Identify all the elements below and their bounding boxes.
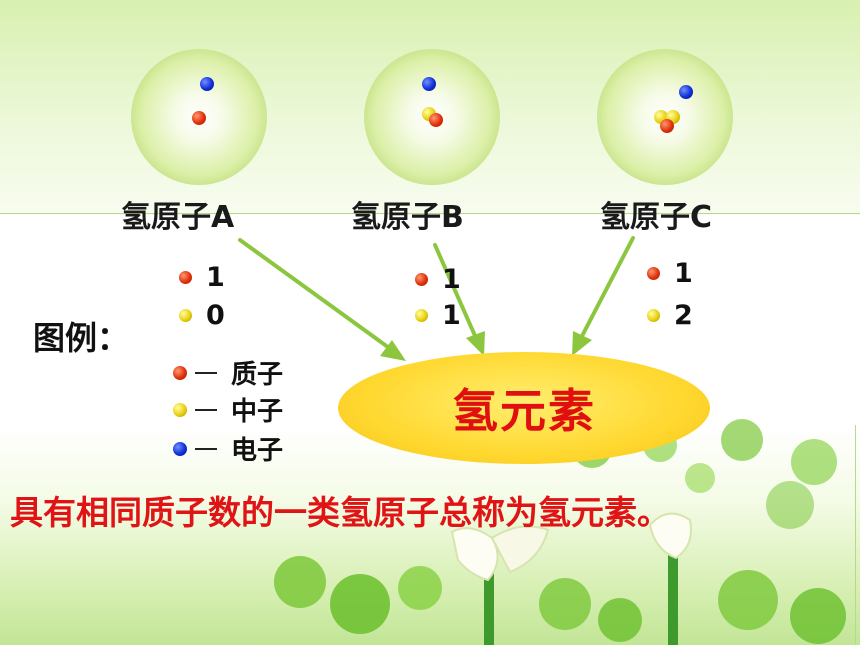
proton-dot bbox=[192, 111, 206, 125]
section-divider bbox=[0, 213, 860, 214]
arrow-a-head bbox=[380, 340, 406, 361]
proton-icon bbox=[173, 365, 187, 380]
neutron-icon bbox=[415, 309, 428, 322]
atom-c-neutron-count: 2 bbox=[647, 302, 693, 329]
arrow-a-shaft bbox=[238, 238, 394, 352]
arrow-b-head bbox=[466, 331, 485, 356]
atom-b-label: 氢原子B bbox=[351, 200, 464, 235]
atom-a-label: 氢原子A bbox=[121, 200, 235, 235]
atom-b-neutron-count: 1 bbox=[415, 302, 461, 329]
atom-a-diagram bbox=[131, 49, 267, 185]
bottom-background bbox=[0, 425, 860, 645]
arrow-b-shaft bbox=[433, 243, 478, 340]
proton-dot bbox=[429, 113, 443, 127]
proton-count-value: 1 bbox=[674, 258, 693, 289]
atom-a-proton-count: 1 bbox=[179, 264, 225, 291]
neutron-count-value: 0 bbox=[206, 300, 225, 331]
legend-item-proton: 质子 bbox=[173, 354, 283, 391]
proton-dot bbox=[660, 119, 674, 133]
electron-icon bbox=[173, 441, 187, 456]
proton-icon bbox=[415, 273, 428, 286]
arrow-c-head bbox=[572, 331, 592, 356]
legend-dash bbox=[195, 408, 217, 411]
legend-dash bbox=[195, 371, 217, 374]
neutron-icon bbox=[173, 402, 187, 417]
electron-dot bbox=[679, 85, 693, 99]
electron-dot bbox=[422, 77, 436, 91]
white-lily bbox=[450, 512, 692, 645]
element-name: 氢元素 bbox=[452, 384, 596, 438]
atom-c-proton-count: 1 bbox=[647, 260, 693, 287]
atom-c-diagram bbox=[597, 49, 733, 185]
legend-label: 中子 bbox=[231, 397, 284, 427]
arrow-c-shaft bbox=[579, 236, 635, 340]
definition-text: 具有相同质子数的一类氢原子总称为氢元素。 bbox=[10, 493, 670, 532]
element-ellipse: 氢元素 bbox=[338, 352, 710, 464]
proton-icon bbox=[647, 267, 660, 280]
neutron-count-value: 2 bbox=[674, 300, 693, 331]
neutron-count-value: 1 bbox=[442, 300, 461, 331]
atom-b-proton-count: 1 bbox=[415, 266, 461, 293]
proton-icon bbox=[179, 271, 192, 284]
atom-b-diagram bbox=[364, 49, 500, 185]
atom-a-neutron-count: 0 bbox=[179, 302, 225, 329]
neutron-icon bbox=[179, 309, 192, 322]
legend-title: 图例： bbox=[33, 319, 130, 357]
legend-item-electron: 电子 bbox=[173, 430, 283, 467]
section-divider-right bbox=[855, 425, 856, 645]
proton-count-value: 1 bbox=[206, 262, 225, 293]
electron-dot bbox=[200, 77, 214, 91]
legend-dash bbox=[195, 447, 217, 450]
legend-label: 质子 bbox=[231, 360, 284, 390]
neutron-icon bbox=[647, 309, 660, 322]
legend-item-neutron: 中子 bbox=[173, 391, 283, 428]
proton-count-value: 1 bbox=[442, 264, 461, 295]
atom-c-label: 氢原子C bbox=[600, 200, 713, 235]
legend-label: 电子 bbox=[231, 436, 284, 466]
